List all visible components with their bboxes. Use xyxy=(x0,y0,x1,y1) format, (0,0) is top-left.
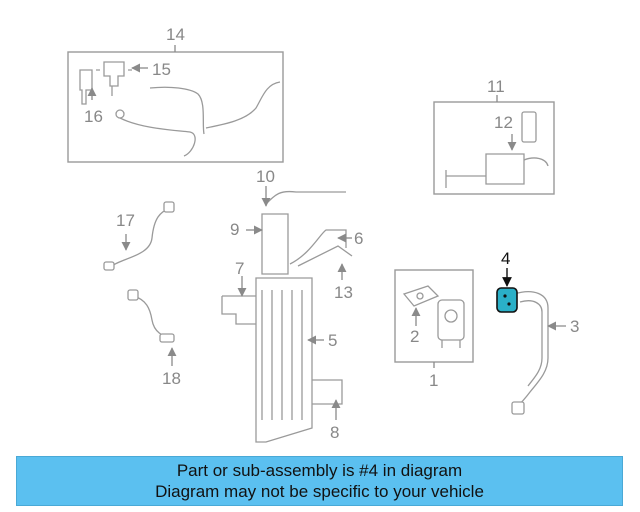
callout-14: 14 xyxy=(166,25,185,44)
group-box-11 xyxy=(433,95,555,195)
callout-13: 13 xyxy=(334,283,353,302)
part-16-sensor xyxy=(79,69,93,105)
callout-6: 6 xyxy=(354,229,363,248)
caption-line-1: Part or sub-assembly is #4 in diagram xyxy=(176,461,463,480)
callout-2: 2 xyxy=(410,327,419,346)
parts-diagram: 14 15 16 11 12 10 9 6 17 4 7 13 3 2 5 18… xyxy=(67,25,579,443)
callout-10: 10 xyxy=(256,167,275,186)
callout-labels: 14 15 16 11 12 10 9 6 17 4 7 13 3 2 5 18… xyxy=(84,25,579,442)
group-box-14 xyxy=(67,45,284,163)
caption-bar: Part or sub-assembly is #4 in diagram Di… xyxy=(16,456,623,506)
callout-4: 4 xyxy=(501,249,510,268)
callout-5: 5 xyxy=(328,331,337,350)
callout-8: 8 xyxy=(330,423,339,442)
group-box-1 xyxy=(394,269,474,368)
part-4-highlighted[interactable] xyxy=(496,287,518,313)
part-18-sensor xyxy=(127,289,175,343)
caption-line-2: Diagram may not be specific to your vehi… xyxy=(155,482,484,501)
callout-18: 18 xyxy=(162,369,181,388)
pump-assembly xyxy=(437,299,465,348)
canister-assembly xyxy=(221,190,353,443)
callout-11: 11 xyxy=(487,77,505,96)
part-12-solenoid xyxy=(445,111,549,188)
part-2-gasket xyxy=(402,285,440,307)
callout-7: 7 xyxy=(235,259,244,278)
part-15-valve xyxy=(96,61,132,96)
part-3-hose xyxy=(511,291,549,415)
callout-1: 1 xyxy=(429,371,438,390)
leader-lines xyxy=(87,63,566,420)
callout-15: 15 xyxy=(152,60,171,79)
callout-16: 16 xyxy=(84,107,103,126)
callout-9: 9 xyxy=(230,220,239,239)
callout-3: 3 xyxy=(570,317,579,336)
part-17-sensor xyxy=(103,201,175,271)
callout-17: 17 xyxy=(116,211,135,230)
callout-12: 12 xyxy=(494,113,513,132)
